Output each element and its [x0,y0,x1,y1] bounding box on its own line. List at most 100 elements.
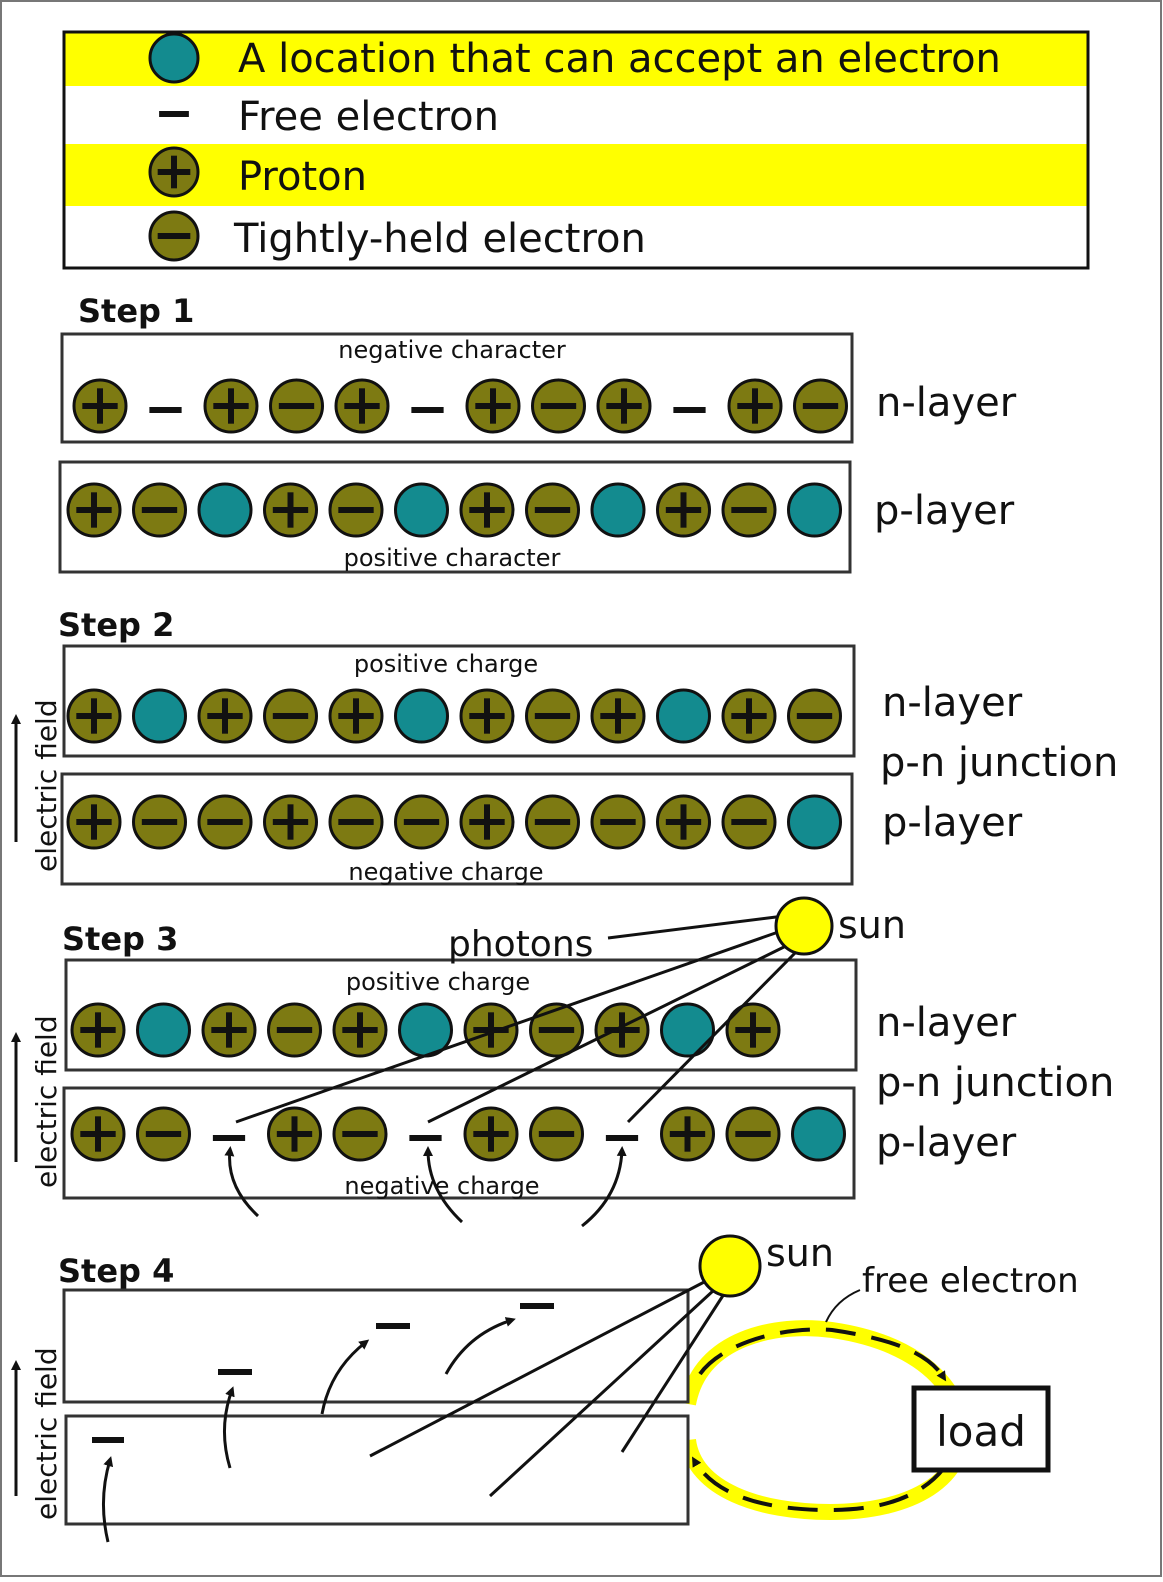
tight-electron-icon [269,378,324,434]
legend-frame [62,30,1090,270]
tight-electron-icon [793,378,848,434]
step-3-field-label: electric field [30,1015,63,1188]
legend-label-free-electron: Free electron [238,94,499,140]
proton-icon [590,688,646,744]
tight-electron-icon [328,794,384,850]
step-4-sun [698,1234,762,1298]
tight-electron-icon [721,794,777,850]
proton-icon [70,1106,126,1162]
step-3-electron-arrow [423,1146,464,1224]
step-1-p-layer-box [58,460,852,574]
proton-icon [721,688,777,744]
step-3-n-layer-label: n-layer [876,1000,1017,1046]
proton-icon [334,378,390,434]
tight-electron-icon [787,688,842,744]
proton-icon [725,1002,781,1058]
proton-icon [148,146,200,198]
tight-electron-icon [529,1002,584,1058]
proton-icon [656,482,711,538]
proton-icon [459,482,515,538]
proton-icon [328,688,384,744]
load-box [911,1385,1051,1473]
tight-electron-icon [529,1106,584,1162]
step-4-p-layer-box [64,1414,690,1526]
step-4-light-ray [488,1288,716,1498]
acceptor-icon [787,482,842,538]
step-1-n-layer-label: n-layer [876,380,1017,426]
step-3-photons-label: photons [448,924,593,965]
step-1-p-layer-label: p-layer [874,488,1015,534]
step-4-free-electron-label: free electron [862,1261,1079,1301]
proton-icon [465,378,521,434]
tight-electron-icon [725,1106,781,1162]
tight-electron-icon [328,482,384,538]
step-1: Step 1 negative character positive chara… [58,292,1017,574]
tight-electron-icon [136,1106,191,1162]
step-3-n-row [70,1002,781,1058]
acceptor-icon [791,1106,846,1162]
tight-electron-icon [525,688,580,744]
circuit-loop-dashes [698,1327,947,1382]
step-3-photon-ray [235,928,785,1124]
proton-icon [263,482,318,538]
proton-icon [463,1106,519,1162]
proton-icon [201,1002,257,1058]
step-3-photon-ray [626,948,800,1124]
step-3-p-layer-box [62,1086,856,1200]
step-3-electron-arrow [581,1146,627,1228]
step-3-sun-label: sun [838,903,906,947]
tight-electron-icon [148,210,200,262]
step-2-p-layer-box [60,772,854,886]
step-3-n-layer-box [64,958,858,1072]
step-1-title: Step 1 [78,292,194,330]
legend-label-acceptor: A location that can accept an electron [238,36,1001,82]
proton-icon [660,1106,715,1162]
acceptor-icon [394,688,449,744]
tight-electron-icon [132,794,187,850]
step-2-bottom-caption: negative charge [348,858,543,886]
step-2-n-row [66,688,842,744]
tight-electron-icon [263,688,318,744]
tight-electron-icon [394,794,449,850]
step-3-junction-label: p-n junction [876,1060,1114,1106]
step-1-n-row [72,378,848,434]
proton-icon [459,794,515,850]
tight-electron-icon [531,378,586,434]
legend: A location that can accept an electron F… [62,30,1090,270]
step-2-junction-label: p-n junction [880,740,1118,786]
step-2-title: Step 2 [58,606,174,644]
step-3-p-row [70,1106,846,1162]
legend-label-tight-electron: Tightly-held electron [233,216,646,262]
step-3-photon-ray [427,942,791,1124]
step-3-sun [774,896,834,956]
step-1-bottom-caption: positive character [344,544,561,572]
proton-icon [72,378,128,434]
tight-electron-icon [132,482,187,538]
step-1-top-caption: negative character [338,336,566,364]
proton-icon [66,688,122,744]
proton-icon [203,378,259,434]
step-2-p-row [66,794,842,850]
step-4-title: Step 4 [58,1252,174,1290]
acceptor-icon [148,32,200,84]
proton-icon [332,1002,388,1058]
step-2-p-layer-label: p-layer [882,800,1023,846]
proton-icon [656,794,711,850]
load-label: load [936,1407,1026,1456]
step-4: Step 4 load electric field sun free elec… [11,1231,1079,1543]
step-3-photon-ray [607,914,785,940]
step-1-p-row [66,482,842,538]
step-1-n-layer-box [60,332,854,444]
step-4-sun-label: sun [766,1231,834,1275]
step-2-top-caption: positive charge [354,650,538,678]
proton-icon [459,688,515,744]
proton-icon [70,1002,126,1058]
step-3: Step 3 positive charge negative charge n… [11,896,1114,1228]
step-4-light-ray [369,1278,709,1458]
proton-icon [596,378,652,434]
proton-icon [66,794,122,850]
acceptor-icon [132,688,187,744]
step-2-n-layer-box [62,644,856,758]
legend-symbols [148,32,200,262]
